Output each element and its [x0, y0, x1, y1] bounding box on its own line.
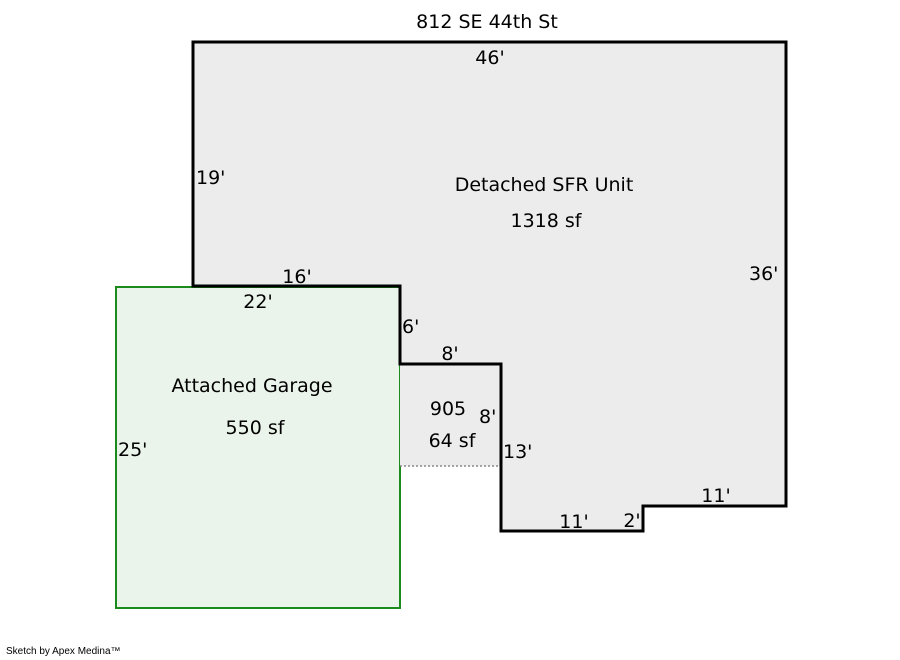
address-title: 812 SE 44th St — [416, 11, 558, 33]
main-unit-outline — [191, 40, 788, 533]
dim-right: 36' — [749, 263, 778, 285]
dim-left: 19' — [196, 167, 225, 189]
dim-main-bottom-left: 16' — [282, 266, 311, 288]
sub-area-size: 64 sf — [429, 430, 477, 452]
main-unit-name: Detached SFR Unit — [455, 174, 634, 196]
dim-bottom: 11' — [559, 511, 588, 533]
dim-bottom-right: 11' — [701, 485, 730, 507]
dim-inner-vertical: 13' — [503, 441, 532, 463]
sub-area-905 — [400, 364, 501, 466]
dim-step-vertical: 6' — [402, 316, 419, 338]
main-unit-area: 1318 sf — [511, 210, 583, 232]
main-unit-fill — [193, 42, 786, 531]
garage-area — [115, 286, 401, 609]
dim-garage-left: 25' — [118, 439, 147, 461]
dim-garage-top: 22' — [243, 291, 272, 313]
sketch-credit: Sketch by Apex Medina™ — [6, 646, 121, 657]
garage-name: Attached Garage — [171, 375, 332, 397]
dim-step-horizontal: 8' — [441, 343, 458, 365]
dim-sub-right: 8' — [479, 406, 496, 428]
dim-notch: 2' — [623, 510, 640, 532]
garage-area-label: 550 sf — [226, 417, 286, 439]
dim-top: 46' — [475, 47, 504, 69]
sub-area-name: 905 — [430, 398, 466, 420]
